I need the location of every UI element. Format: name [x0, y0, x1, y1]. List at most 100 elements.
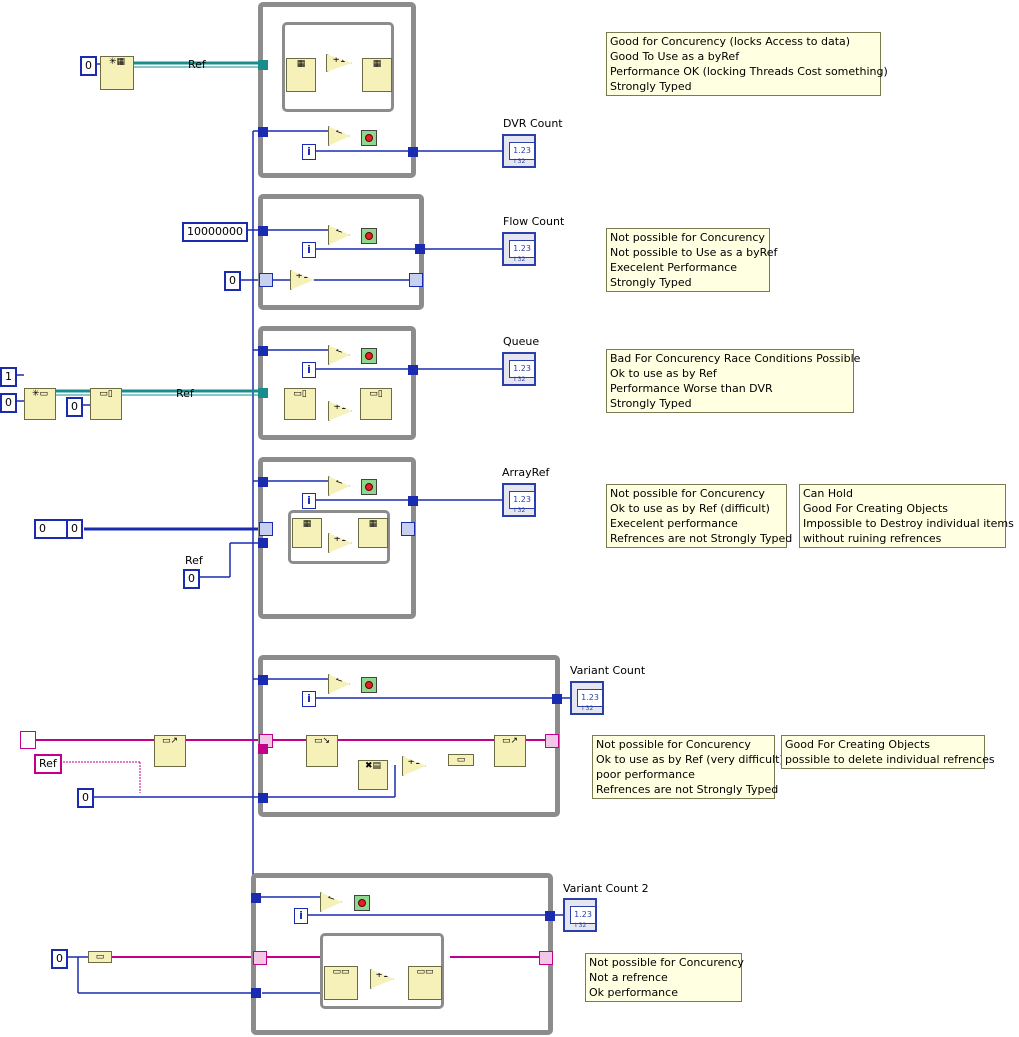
tunnel-array-out	[408, 496, 418, 506]
tunnel-variant-count	[258, 793, 268, 803]
note-variant-2-line: Ok performance	[589, 986, 678, 999]
flow-count-display: 1.23	[509, 240, 535, 258]
note-variant-extra-line: possible to delete individual refrences	[785, 753, 995, 766]
array-index-constant[interactable]: 0	[183, 569, 200, 589]
ref-label-dvr: Ref	[188, 58, 206, 71]
array-replace-node[interactable]: ▦	[358, 518, 388, 548]
iteration-terminal-variant-2: i	[294, 908, 308, 924]
tunnel-queue-in	[258, 346, 268, 356]
array-ref-label: ArrayRef	[502, 466, 550, 479]
note-dvr-line: Strongly Typed	[610, 80, 692, 93]
tunnel-dvr-in	[258, 127, 268, 137]
ref-label-queue: Ref	[176, 387, 194, 400]
variant-count-2-indicator: 1.23 I 32	[563, 898, 597, 932]
flow-init-constant[interactable]: 0	[224, 271, 241, 291]
dvr-count-indicator: 1.23 I 32	[502, 134, 536, 168]
note-queue-line: Performance Worse than DVR	[610, 382, 773, 395]
dvr-write-node[interactable]: ▦	[362, 58, 392, 92]
note-dvr: Good for Concurency (locks Access to dat…	[606, 32, 888, 96]
note-array-line: Execelent performance	[610, 517, 738, 530]
set-variant-attr-node[interactable]: ▭↗	[154, 735, 186, 767]
note-queue-line: Ok to use as by Ref	[610, 367, 717, 380]
note-variant-line: Refrences are not Strongly Typed	[596, 783, 779, 796]
enqueue-node-inner[interactable]: ▭▯	[360, 388, 392, 420]
note-queue-line: Bad For Concurency Race Conditions Possi…	[610, 352, 861, 365]
tunnel-flow-out	[415, 244, 425, 254]
shift-register-right-variant	[545, 734, 559, 748]
iteration-terminal-flow: i	[302, 242, 316, 258]
dvr-read-node[interactable]: ▦	[286, 58, 316, 92]
iteration-terminal-dvr: i	[302, 144, 316, 160]
shift-register-left-variant-2	[253, 951, 267, 965]
shift-register-left-array	[259, 522, 273, 536]
shift-register-left-flow	[259, 273, 273, 287]
shift-register-right-array	[401, 522, 415, 536]
note-variant-line: Not possible for Concurency	[596, 738, 751, 751]
shift-register-right-variant-2	[539, 951, 553, 965]
variant-count-2-label: Variant Count 2	[563, 882, 649, 895]
note-array-line: Ok to use as by Ref (difficult)	[610, 502, 770, 515]
tunnel-array-index	[258, 538, 268, 548]
queue-size-a-constant[interactable]: 1	[0, 367, 17, 387]
variant-to-data-node[interactable]: ✖▤	[358, 760, 388, 790]
note-flow-line: Not possible to Use as a byRef	[610, 246, 778, 259]
queue-size-b-constant[interactable]: 0	[0, 393, 17, 413]
while-loop-dvr	[258, 2, 416, 178]
shift-register-right-flow	[409, 273, 423, 287]
variant-ref-constant[interactable]: Ref	[34, 754, 62, 774]
stop-terminal-queue	[361, 348, 377, 364]
flow-count-input-constant[interactable]: 10000000	[182, 222, 248, 242]
stop-terminal-variant	[361, 677, 377, 693]
note-dvr-line: Good for Concurency (locks Access to dat…	[610, 35, 851, 48]
get-variant-attr-node[interactable]: ▭↘	[306, 735, 338, 767]
while-loop-flow	[258, 194, 424, 310]
iteration-terminal-array: i	[302, 493, 316, 509]
stop-terminal-dvr	[361, 130, 377, 146]
variant-count-2-display: 1.23	[570, 906, 596, 924]
array-elem-constant[interactable]: 0	[66, 519, 83, 539]
array-ref-indicator: 1.23 I 32	[502, 483, 536, 517]
note-queue-line: Strongly Typed	[610, 397, 692, 410]
ref-tunnel-queue	[258, 388, 268, 398]
tunnel-queue-out	[408, 365, 418, 375]
note-variant-extra: Good For Creating Objects possible to de…	[781, 735, 995, 769]
variant-bundle-node[interactable]: ▭▭	[408, 966, 442, 1000]
note-variant-line: Ok to use as by Ref (very difficult)	[596, 753, 784, 766]
variant2-init-constant[interactable]: 0	[51, 949, 68, 969]
obtain-queue-node[interactable]: ✳▭	[24, 388, 56, 420]
flow-count-label: Flow Count	[503, 215, 565, 228]
stop-terminal-array	[361, 479, 377, 495]
to-variant-node[interactable]: ▭	[448, 754, 474, 766]
dvr-init-constant[interactable]: 0	[80, 56, 97, 76]
enqueue-node[interactable]: ▭▯	[90, 388, 122, 420]
variant-unbundle-node[interactable]: ▭▭	[324, 966, 358, 1000]
set-variant-attr-node-inner[interactable]: ▭↗	[494, 735, 526, 767]
dvr-count-display: 1.23	[509, 142, 535, 160]
variant-count-2-type: I 32	[575, 922, 587, 929]
note-array-extra: Can Hold Good For Creating Objects Impos…	[799, 484, 1014, 548]
array-index-node[interactable]: ▦	[292, 518, 322, 548]
array-control[interactable]: 0	[34, 519, 70, 539]
variant-count-label: Variant Count	[570, 664, 646, 677]
variant-control[interactable]	[20, 731, 36, 749]
note-flow-line: Execelent Performance	[610, 261, 738, 274]
note-variant: Not possible for Concurency Ok to use as…	[592, 735, 784, 799]
ref-tunnel-dvr	[258, 60, 268, 70]
new-dvr-node[interactable]: ✳▦	[100, 56, 134, 90]
note-flow: Not possible for Concurency Not possible…	[606, 228, 778, 292]
array-ref-type: I 32	[514, 507, 526, 514]
note-variant-2-line: Not a refrence	[589, 971, 668, 984]
tunnel-variant2-count	[251, 988, 261, 998]
while-loop-queue	[258, 326, 416, 440]
queue-elem-constant[interactable]: 0	[66, 397, 83, 417]
to-variant-node-2[interactable]: ▭	[88, 951, 112, 963]
iteration-terminal-variant: i	[302, 691, 316, 707]
iteration-terminal-queue: i	[302, 362, 316, 378]
stop-terminal-flow	[361, 228, 377, 244]
variant-init-constant[interactable]: 0	[77, 788, 94, 808]
tunnel-variant2-in	[251, 893, 261, 903]
note-variant-2-line: Not possible for Concurency	[589, 956, 744, 969]
note-array: Not possible for Concurency Ok to use as…	[606, 484, 792, 548]
dequeue-node[interactable]: ▭▯	[284, 388, 316, 420]
note-dvr-line: Good To Use as a byRef	[610, 50, 740, 63]
